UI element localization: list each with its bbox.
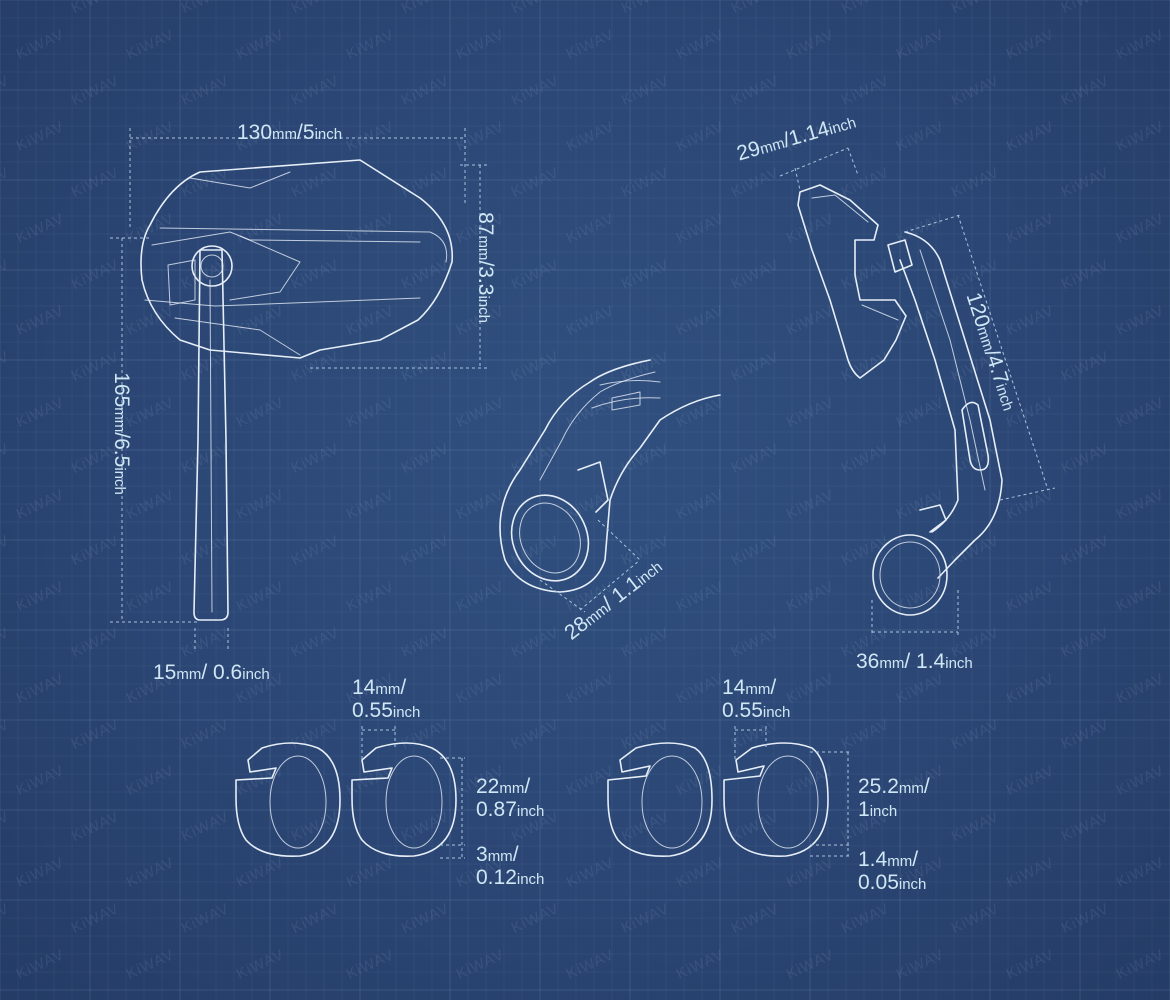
shim-rings bbox=[235, 742, 829, 857]
dim-shim-id-a: 22mm/ 0.87inch bbox=[476, 775, 545, 822]
dim-width-130: 130mm/5inch bbox=[237, 121, 343, 144]
dim-clamp-36: 36mm/ 1.4inch bbox=[856, 650, 973, 673]
side-view-mirror bbox=[797, 184, 1003, 616]
dim-stem-15: 15mm/ 0.6inch bbox=[153, 661, 270, 684]
dim-length-165: 165mm/6.5inch bbox=[109, 372, 133, 495]
dim-shim-thick-a: 3mm/ 0.12inch bbox=[476, 843, 545, 890]
dim-height-87: 87mm/3.3inch bbox=[474, 212, 498, 324]
front-view-mirror bbox=[140, 159, 453, 621]
dim-shim-width-a: 14mm/ 0.55inch bbox=[352, 676, 421, 723]
dim-shim-thick-b: 1.4mm/ 0.05inch bbox=[858, 848, 927, 895]
dim-shim-width-b: 14mm/ 0.55inch bbox=[722, 676, 791, 723]
dim-shim-id-b: 25.2mm/ 1inch bbox=[858, 775, 930, 822]
dimension-lines bbox=[110, 128, 1056, 859]
clamp-view bbox=[499, 359, 721, 593]
